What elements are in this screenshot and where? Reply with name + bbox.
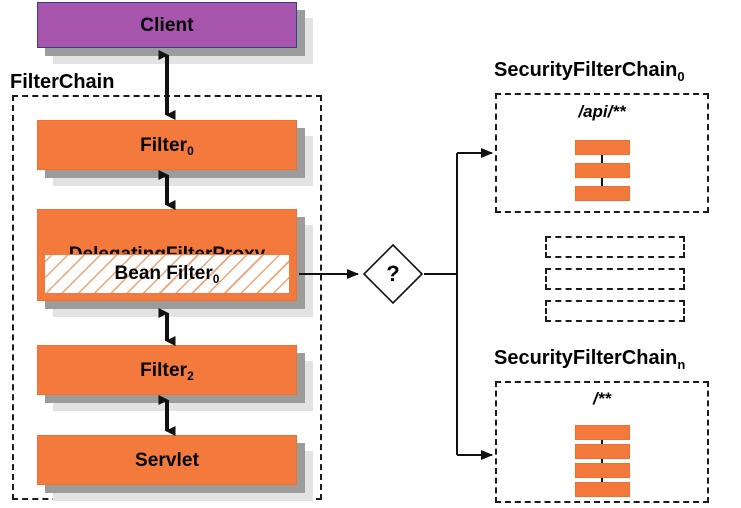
chain-n-filter-bar-1[interactable] bbox=[575, 425, 630, 440]
servlet-label: Servlet bbox=[134, 449, 200, 471]
filter-2-node[interactable]: Filter2 bbox=[37, 345, 313, 411]
dfp-face: DelegatingFilterProxy Bean Filter0 bbox=[37, 209, 297, 301]
filter-2-label: Filter2 bbox=[140, 359, 194, 383]
chain-n-link-2 bbox=[601, 452, 603, 470]
placeholder-chain-1 bbox=[545, 236, 685, 258]
bean-filter-label: Bean Filter0 bbox=[114, 263, 220, 286]
client-label: Client bbox=[140, 14, 194, 36]
security-filter-chain-0-title: SecurityFilterChain0 bbox=[494, 59, 685, 83]
security-filter-chain-0-title-text: SecurityFilterChain bbox=[494, 59, 678, 81]
client-face: Client bbox=[37, 2, 297, 48]
bean-filter-text: Bean Filter bbox=[114, 263, 213, 284]
servlet-node[interactable]: Servlet bbox=[37, 435, 313, 501]
filter-0-face: Filter0 bbox=[37, 120, 297, 170]
decision-label: ? bbox=[386, 261, 400, 286]
decision-diamond-shape bbox=[362, 243, 424, 305]
placeholder-chain-2 bbox=[545, 268, 685, 290]
chain-n-filter-bar-3[interactable] bbox=[575, 463, 630, 478]
filter-2-subscript: 2 bbox=[187, 368, 194, 383]
chain-0-filter-bar-3[interactable] bbox=[575, 186, 630, 201]
filter-2-face: Filter2 bbox=[37, 345, 297, 395]
bean-filter-subscript: 0 bbox=[212, 272, 220, 286]
filter-0-subscript: 0 bbox=[187, 143, 194, 158]
decision-diamond[interactable]: ? bbox=[362, 243, 424, 305]
chain-0-link-1 bbox=[601, 149, 603, 171]
chain-n-filter-bar-4[interactable] bbox=[575, 482, 630, 497]
security-filter-chain-n-title: SecurityFilterChainn bbox=[494, 347, 685, 371]
chain-0-filter-bar-2[interactable] bbox=[575, 163, 630, 178]
security-filter-chain-n-container bbox=[495, 381, 709, 503]
client-node[interactable]: Client bbox=[37, 2, 313, 64]
security-filter-chain-0-container bbox=[495, 93, 709, 213]
chain-n-filter-bar-2[interactable] bbox=[575, 444, 630, 459]
security-filter-chain-n-subscript: n bbox=[677, 357, 686, 372]
security-filter-chain-0-pattern: /api/** bbox=[578, 102, 626, 121]
delegating-filter-proxy-node[interactable]: DelegatingFilterProxy Bean Filter0 bbox=[37, 209, 313, 317]
placeholder-chain-3 bbox=[545, 300, 685, 322]
chain-0-filter-bar-1[interactable] bbox=[575, 140, 630, 155]
security-filter-chain-0-subscript: 0 bbox=[677, 69, 685, 84]
security-filter-chain-n-pattern: /** bbox=[593, 389, 611, 408]
chain-0-link-2 bbox=[601, 171, 603, 193]
filterchain-title: FilterChain bbox=[10, 71, 115, 93]
filter-0-node[interactable]: Filter0 bbox=[37, 120, 313, 186]
servlet-face: Servlet bbox=[37, 435, 297, 485]
bean-filter-hatch bbox=[45, 255, 289, 293]
chain-n-link-3 bbox=[601, 470, 603, 488]
chain-n-link-1 bbox=[601, 434, 603, 452]
filter-0-label: Filter0 bbox=[140, 134, 194, 158]
filter-2-text: Filter bbox=[140, 359, 188, 381]
security-filter-chain-n-title-text: SecurityFilterChain bbox=[494, 347, 678, 369]
bean-filter-box[interactable]: Bean Filter0 bbox=[44, 254, 290, 294]
filter-0-text: Filter bbox=[140, 134, 188, 156]
